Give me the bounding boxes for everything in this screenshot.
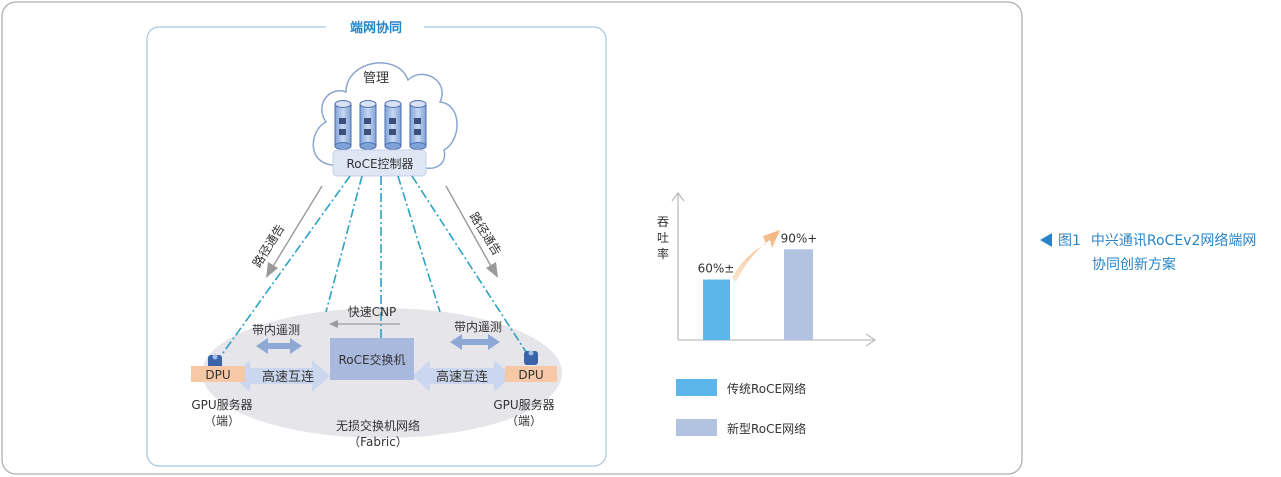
server-icon bbox=[334, 100, 352, 150]
y-axis-title-char: 吞 bbox=[657, 215, 669, 229]
throughput-chart: 吞 吐 率 60%± 90%+ 传统RoCE网络 新型RoCE网络 bbox=[657, 191, 877, 436]
figure-caption: 图1 中兴通讯RoCEv2网络端网 协同创新方案 bbox=[1040, 229, 1280, 277]
link-label-left: 高速互连 bbox=[262, 369, 314, 385]
gpu-server-right-line2: （端） bbox=[506, 414, 542, 428]
fabric-label-line1: 无损交换机网络 bbox=[336, 418, 420, 433]
y-axis-title-char: 吐 bbox=[657, 231, 669, 245]
switch-label: RoCE交换机 bbox=[338, 352, 405, 367]
server-icon bbox=[384, 100, 402, 150]
route-arrow-left bbox=[266, 185, 323, 278]
gpu-server-icon-left bbox=[208, 354, 222, 369]
dpu-label-left: DPU bbox=[205, 368, 230, 382]
data-label-traditional: 60%± bbox=[698, 262, 735, 276]
y-axis-title: 吞 吐 率 bbox=[657, 215, 669, 261]
legend-swatch-traditional bbox=[676, 379, 717, 396]
dpu-label-right: DPU bbox=[518, 368, 543, 382]
y-axis-title-char: 率 bbox=[657, 246, 669, 261]
caption-line2: 协同创新方案 bbox=[1092, 257, 1176, 273]
server-icon bbox=[359, 100, 377, 150]
server-cylinders bbox=[334, 100, 427, 150]
inband-label-right: 带内遥测 bbox=[454, 320, 502, 334]
legend-label-new: 新型RoCE网络 bbox=[727, 421, 806, 436]
server-icon bbox=[409, 100, 427, 150]
route-arrow-right bbox=[445, 185, 498, 278]
link-label-right: 高速互连 bbox=[436, 369, 488, 385]
inband-label-left: 带内遥测 bbox=[252, 323, 300, 337]
bar-new bbox=[784, 249, 813, 340]
bar-traditional bbox=[703, 279, 730, 340]
chart-legend: 传统RoCE网络 新型RoCE网络 bbox=[676, 379, 806, 436]
data-label-new: 90%+ bbox=[781, 231, 818, 245]
fast-cnp-arrow bbox=[329, 320, 400, 328]
gpu-server-left-line1: GPU服务器 bbox=[191, 397, 252, 412]
inband-arrow-right bbox=[450, 334, 500, 350]
control-links bbox=[217, 175, 531, 361]
link-arrow-left bbox=[232, 360, 330, 392]
y-axis bbox=[671, 191, 685, 340]
controller-box bbox=[332, 149, 427, 177]
section-title-bg bbox=[326, 18, 424, 36]
gpu-server-right-line1: GPU服务器 bbox=[493, 397, 554, 412]
caption-pointer-icon bbox=[1040, 233, 1052, 247]
caption-number: 图1 bbox=[1058, 233, 1081, 249]
dpu-box-right bbox=[505, 366, 557, 382]
dpu-box-left bbox=[191, 366, 245, 382]
legend-label-traditional: 传统RoCE网络 bbox=[727, 381, 806, 396]
gpu-server-left-line2: （端） bbox=[204, 414, 240, 428]
link-arrow-right bbox=[412, 360, 512, 392]
cloud-label: 管理 bbox=[363, 71, 389, 86]
gpu-server-icon-right bbox=[524, 350, 538, 365]
fast-cnp-label: 快速CNP bbox=[348, 305, 397, 319]
growth-arrow bbox=[732, 230, 780, 282]
fabric-label-line2: （Fabric） bbox=[348, 435, 408, 449]
section-title: 端网协同 bbox=[350, 20, 402, 36]
inband-arrow-left bbox=[256, 338, 302, 354]
caption-line1: 中兴通讯RoCEv2网络端网 bbox=[1090, 233, 1257, 249]
switch-box bbox=[330, 338, 414, 380]
legend-swatch-new bbox=[676, 419, 717, 436]
controller-label: RoCE控制器 bbox=[346, 157, 413, 171]
